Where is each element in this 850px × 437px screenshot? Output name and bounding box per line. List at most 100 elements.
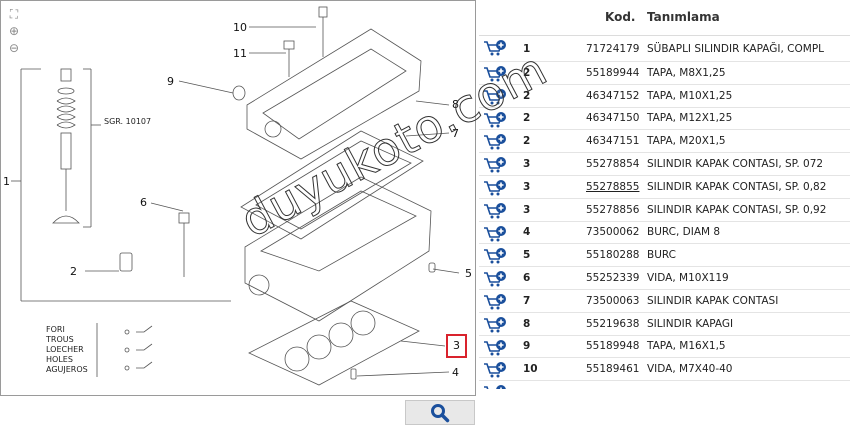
row-description: SILINDIR KAPAGI (647, 317, 734, 330)
zoom-in-icon[interactable]: ⊕ (8, 24, 20, 38)
cart-add-icon[interactable] (483, 88, 507, 106)
cart-add-icon[interactable] (483, 384, 507, 390)
table-row[interactable]: 1 71724179 SÜBAPLI SILINDIR KAPAĞI, COMPL (479, 36, 850, 62)
zoom-out-icon[interactable]: ⊖ (8, 41, 20, 55)
row-part-code: 71724179 (586, 42, 640, 55)
row-ref-number: 3 (523, 180, 531, 193)
cart-add-icon[interactable] (483, 293, 507, 311)
exploded-view-drawing (11, 6, 460, 386)
column-header-code: Kod. (605, 10, 636, 24)
row-ref-number: 6 (523, 272, 531, 285)
row-ref-number: 2 (523, 112, 531, 125)
row-description: BURC (647, 249, 676, 262)
table-header: Kod. Tanımlama (479, 0, 850, 36)
callout-8[interactable]: 8 (452, 98, 459, 111)
cart-add-icon[interactable] (483, 270, 507, 288)
row-ref-number: 1 (523, 42, 531, 55)
callout-3-highlighted[interactable]: 3 (446, 334, 467, 358)
cart-add-icon[interactable] (483, 361, 507, 379)
parts-diagram[interactable]: ⛶ ⊕ ⊖ 10 11 9 8 7 1 6 2 5 4 SGR. 10107 F… (0, 0, 476, 396)
callout-2[interactable]: 2 (70, 265, 77, 278)
fullscreen-icon[interactable]: ⛶ (9, 7, 19, 21)
row-description: SILINDIR KAPAK CONTASI, SP. 0,92 (647, 203, 827, 216)
callout-7[interactable]: 7 (452, 127, 459, 140)
row-ref-number: 3 (523, 158, 531, 171)
table-row-partial (479, 381, 850, 390)
row-part-code: 55219638 (586, 317, 640, 330)
row-part-code: 73500062 (586, 226, 640, 239)
row-description: TAPA, M20X1,5 (647, 135, 726, 148)
sgr-reference-label: SGR. 10107 (104, 117, 152, 126)
cart-add-icon[interactable] (483, 202, 507, 220)
cart-add-icon[interactable] (483, 65, 507, 83)
row-description: BURC, DIAM 8 (647, 226, 721, 239)
row-part-code: 55189948 (586, 340, 640, 353)
cart-add-icon[interactable] (483, 247, 507, 265)
search-icon (431, 403, 450, 422)
row-description: VIDA, M10X119 (647, 272, 729, 285)
cart-add-icon[interactable] (483, 156, 507, 174)
row-ref-number: 3 (523, 203, 531, 216)
row-ref-number: 2 (523, 135, 531, 148)
cart-add-icon[interactable] (483, 179, 507, 197)
hole-label: FORI (46, 325, 65, 334)
row-part-code: 55189461 (586, 363, 640, 376)
table-row[interactable]: 9 55189948 TAPA, M16X1,5 (479, 336, 850, 359)
row-part-code: 46347150 (586, 112, 640, 125)
callout-10[interactable]: 10 (233, 21, 247, 34)
row-part-code: 55189944 (586, 66, 640, 79)
search-button[interactable] (405, 400, 475, 425)
column-header-description: Tanımlama (647, 10, 720, 24)
row-ref-number: 9 (523, 340, 531, 353)
row-description: VIDA, M7X40-40 (647, 363, 733, 376)
hole-label: AGUJEROS (46, 365, 88, 374)
row-part-code: 46347152 (586, 89, 640, 102)
hole-legend: FORI TROUS LOECHER HOLES AGUJEROS (46, 325, 88, 375)
table-row[interactable]: 7 73500063 SILINDIR KAPAK CONTASI (479, 290, 850, 313)
cart-add-icon[interactable] (483, 111, 507, 129)
callout-9[interactable]: 9 (167, 75, 174, 88)
row-description: SILINDIR KAPAK CONTASI (647, 294, 779, 307)
row-description: TAPA, M8X1,25 (647, 66, 726, 79)
callout-5[interactable]: 5 (465, 267, 472, 280)
row-description: SÜBAPLI SILINDIR KAPAĞI, COMPL (647, 42, 825, 55)
row-ref-number: 8 (523, 317, 531, 330)
hole-label: HOLES (46, 355, 73, 364)
row-ref-number: 7 (523, 294, 531, 307)
cart-add-icon[interactable] (483, 225, 507, 243)
callout-11[interactable]: 11 (233, 47, 247, 60)
row-description: TAPA, M16X1,5 (647, 340, 726, 353)
row-part-code: 55180288 (586, 249, 640, 262)
row-ref-number: 5 (523, 249, 531, 262)
table-row[interactable]: 8 55219638 SILINDIR KAPAGI (479, 313, 850, 336)
callout-4[interactable]: 4 (452, 366, 459, 379)
cart-add-icon[interactable] (483, 339, 507, 357)
row-part-code: 73500063 (586, 294, 640, 307)
row-part-code[interactable]: 55278855 (586, 180, 640, 193)
cart-add-icon[interactable] (483, 39, 507, 57)
table-row[interactable]: 5 55180288 BURC (479, 244, 850, 268)
table-row[interactable]: 4 73500062 BURC, DIAM 8 (479, 222, 850, 245)
row-ref-number: 2 (523, 89, 531, 102)
row-description: TAPA, M10X1,25 (647, 89, 733, 102)
parts-table: Kod. Tanımlama 1 71724179 SÜBAPLI SILINDIR… (479, 0, 850, 390)
table-row[interactable]: 2 55189944 TAPA, M8X1,25 (479, 62, 850, 85)
hole-label: LOECHER (46, 345, 84, 354)
callout-1[interactable]: 1 (3, 175, 10, 188)
row-part-code: 55278854 (586, 158, 640, 171)
row-ref-number: 4 (523, 226, 531, 239)
hole-label: TROUS (46, 335, 74, 344)
callout-6[interactable]: 6 (140, 196, 147, 209)
row-part-code: 55278856 (586, 203, 640, 216)
cart-add-icon[interactable] (483, 316, 507, 334)
table-row[interactable]: 3 55278856 SILINDIR KAPAK CONTASI, SP. 0,9… (479, 199, 850, 222)
row-ref-number: 2 (523, 66, 531, 79)
cart-add-icon[interactable] (483, 133, 507, 151)
table-row[interactable]: 2 46347152 TAPA, M10X1,25 (479, 85, 850, 108)
